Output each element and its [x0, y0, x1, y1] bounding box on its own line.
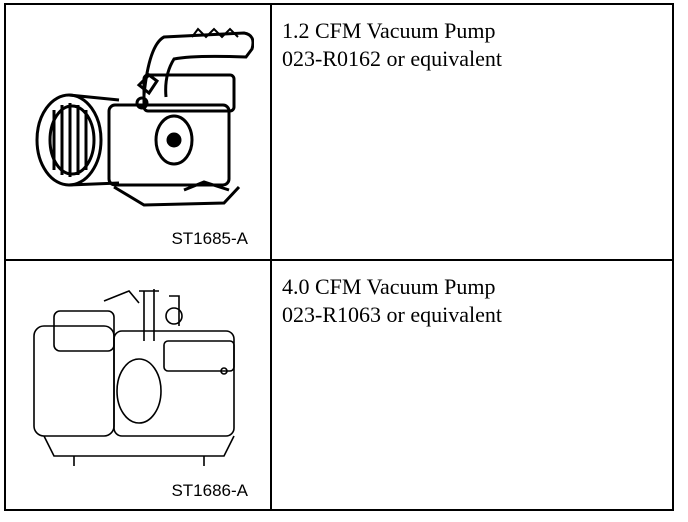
tool-name: 4.0 CFM Vacuum Pump: [282, 274, 496, 299]
part-number: 023-R1063 or equivalent: [282, 302, 502, 327]
figure-id-caption: ST1685-A: [171, 229, 248, 248]
image-cell-row2: ST1686-A: [6, 261, 270, 511]
vacuum-pump-small-icon: [35, 27, 254, 207]
description-cell-row2: 4.0 CFM Vacuum Pump 023-R1063 or equival…: [272, 261, 672, 511]
tool-table: ST1685-A 1.2 CFM Vacuum Pump 023-R0162 o…: [4, 3, 674, 511]
column-divider: [270, 5, 272, 509]
description-cell-row1: 1.2 CFM Vacuum Pump 023-R0162 or equival…: [272, 5, 672, 259]
vacuum-pump-large-icon: [33, 289, 235, 466]
row-divider: [6, 259, 672, 261]
part-number: 023-R0162 or equivalent: [282, 46, 502, 71]
tool-name: 1.2 CFM Vacuum Pump: [282, 18, 496, 43]
figure-id-caption: ST1686-A: [171, 481, 248, 500]
image-cell-row1: ST1685-A: [6, 5, 270, 259]
